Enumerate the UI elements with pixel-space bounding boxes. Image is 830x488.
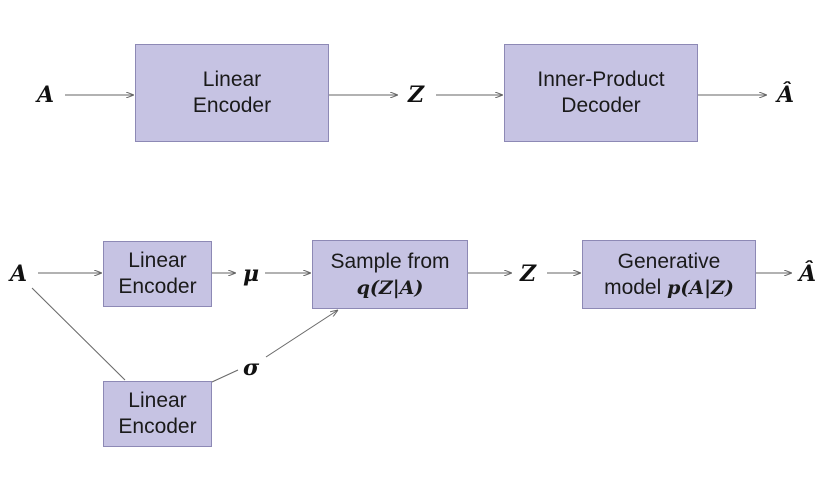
output-ahat-bottom: Â bbox=[799, 261, 817, 287]
generative-line2: model p(A|Z) bbox=[604, 275, 734, 301]
line-a-to-sigma-encoder bbox=[31, 287, 126, 381]
mu-encoder-line1: Linear bbox=[128, 249, 187, 272]
sigma-encoder-line2: Encoder bbox=[118, 415, 197, 438]
sigma-symbol: σ bbox=[243, 355, 260, 381]
encoder-line2: Encoder bbox=[192, 94, 272, 117]
line-sigma-encoder-to-sigma bbox=[211, 369, 239, 383]
linear-encoder-box-top: Linear Encoder bbox=[135, 44, 329, 142]
sample-from-q-box: Sample from q(Z|A) bbox=[312, 240, 468, 309]
output-ahat-top: Â bbox=[777, 82, 795, 108]
generative-line2-math: p(A|Z) bbox=[667, 276, 734, 299]
generative-model-box: Generative model p(A|Z) bbox=[582, 240, 756, 309]
mu-symbol: μ bbox=[243, 261, 260, 287]
input-a-top: A bbox=[37, 82, 55, 108]
inner-product-decoder-box: Inner-Product Decoder bbox=[504, 44, 698, 142]
sampler-line2: q(Z|A) bbox=[356, 276, 424, 299]
generative-line1: Generative bbox=[617, 249, 721, 273]
input-a-bottom: A bbox=[10, 261, 28, 287]
latent-z-bottom: Z bbox=[520, 261, 537, 287]
linear-encoder-box-mu: Linear Encoder bbox=[103, 241, 212, 307]
linear-encoder-box-sigma: Linear Encoder bbox=[103, 381, 212, 447]
sampler-line1: Sample from bbox=[330, 249, 450, 273]
sigma-encoder-line1: Linear bbox=[128, 389, 187, 412]
decoder-line2: Decoder bbox=[561, 94, 641, 117]
encoder-line1: Linear bbox=[202, 68, 262, 91]
arrow-sigma-to-sampler bbox=[265, 310, 338, 358]
decoder-line1: Inner-Product bbox=[537, 68, 665, 91]
mu-encoder-line2: Encoder bbox=[118, 275, 197, 298]
latent-z-top: Z bbox=[408, 82, 425, 108]
generative-line2-text: model bbox=[604, 275, 668, 299]
